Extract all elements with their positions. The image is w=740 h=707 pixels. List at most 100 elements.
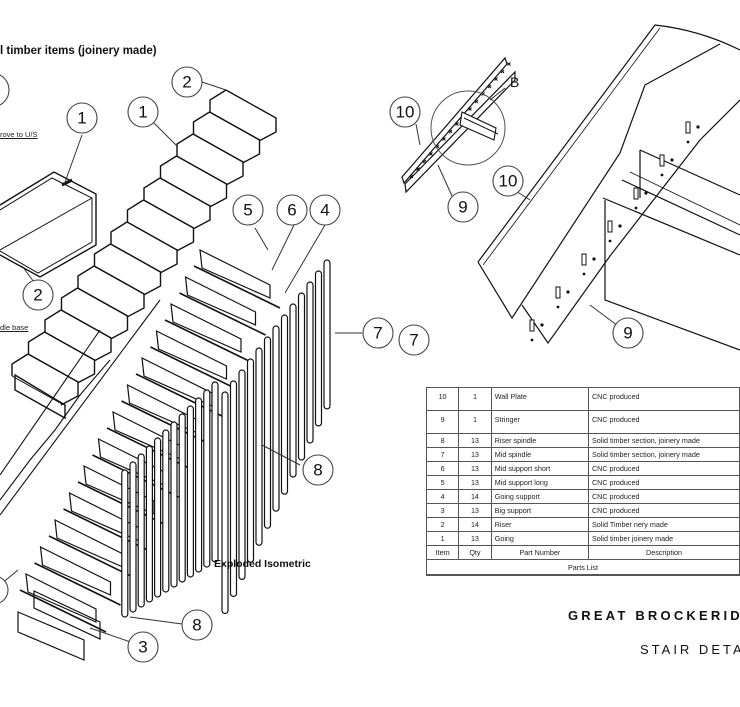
bolt-hole [696,125,700,129]
strip-mark [429,152,433,156]
parts-list-title: Parts List [426,559,740,576]
sheet-title: STAIR DETA [640,642,740,657]
parts-cell-desc: CNC produced [587,387,740,411]
strip-mark [422,159,427,164]
support-edge [63,508,150,552]
riser-spindle [162,429,170,593]
support-edge [150,346,237,390]
timber-items-heading: l timber items (joinery made) [0,45,157,57]
stair-step [225,89,277,142]
callout-8a: 8 [302,454,334,486]
callout-3: 3 [127,631,159,663]
parts-cell-item: 10 [425,387,460,411]
strip-mark [409,174,414,179]
strip-mark [474,99,479,104]
detail-label-b: B [510,74,519,90]
slot-hole [659,154,665,167]
riser-spindle [203,389,211,568]
bolt-hole [566,290,570,294]
strip-mark [494,77,498,81]
svg-text:1: 1 [77,109,86,128]
callout-9-detail: 9 [447,191,479,223]
callout-5: 5 [232,194,264,226]
slot-hole [607,220,613,233]
callout-8b: 8 [181,609,213,641]
riser-spindle [178,413,186,583]
stair-riser [143,177,161,200]
support-piece [184,275,257,326]
parts-cell-part: Wall Plate [490,387,589,411]
riser-spindle [195,397,203,573]
stair-riser [27,331,45,354]
riser-spindle [121,469,129,618]
wall-plate-detail [401,56,516,194]
slot-hole [581,253,587,266]
parts-header-cell: Part Number [490,545,589,560]
riser-spindle [137,453,145,608]
stair-riser [110,221,128,244]
bolt-hole [660,173,664,177]
mid-spindle [289,303,297,478]
parts-header-cell: Description [587,545,740,560]
parts-cell-qty: 13 [458,447,492,462]
parts-cell-part: Mid spindle [490,447,589,462]
strip-mark [448,129,453,134]
svg-text:7: 7 [409,331,418,350]
parts-cell-item: 3 [425,503,460,518]
support-piece [25,572,97,623]
callout-1-assembly: 1 [66,102,98,134]
stair-riser [176,133,194,156]
parts-cell-desc: CNC produced [587,503,740,518]
mid-spindle [297,292,306,461]
parts-cell-qty: 1 [458,387,492,411]
stair-riser [93,243,111,266]
bolt-hole [556,305,560,309]
callout-partial-bottom-left [0,576,9,604]
svg-text:6: 6 [287,201,296,220]
mid-spindle [323,259,331,410]
svg-text:9: 9 [623,324,632,343]
support-piece [155,329,228,380]
parts-cell-part: Riser [490,517,589,532]
staircase-steps [11,89,277,420]
svg-text:4: 4 [320,201,329,220]
support-edge [164,319,252,363]
parts-cell-qty: 1 [458,410,492,434]
mid-spindle [221,391,229,615]
mid-spindle [280,314,289,495]
riser-spindle [154,437,162,598]
parts-cell-qty: 13 [458,475,492,490]
svg-text:5: 5 [243,201,252,220]
support-piece [170,302,242,353]
parts-cell-qty: 13 [458,461,492,476]
mid-spindle [263,336,272,529]
parts-cell-part: Stringer [490,410,589,434]
mid-spindle [272,325,280,512]
callout-7a: 7 [362,317,394,349]
parts-cell-part: Going [490,531,589,546]
parts-cell-item: 6 [425,461,460,476]
mid-spindle [306,281,314,444]
going-riser-assembly [0,171,97,278]
parts-cell-desc: Solid Timber nery made [587,517,740,532]
stair-riser [44,309,62,332]
support-piece [199,248,271,299]
parts-cell-item: 1 [425,531,460,546]
bolt-hole [540,323,544,327]
stair-bottom-step [14,373,66,420]
callout-10-stringer: 10 [492,165,524,197]
bolt-hole [686,140,690,144]
riser-spindle [129,461,137,613]
callout-partial-top-left [0,74,10,106]
stringer-holes [529,121,700,342]
parts-cell-desc: Solid timber section, joinery made [587,447,740,462]
